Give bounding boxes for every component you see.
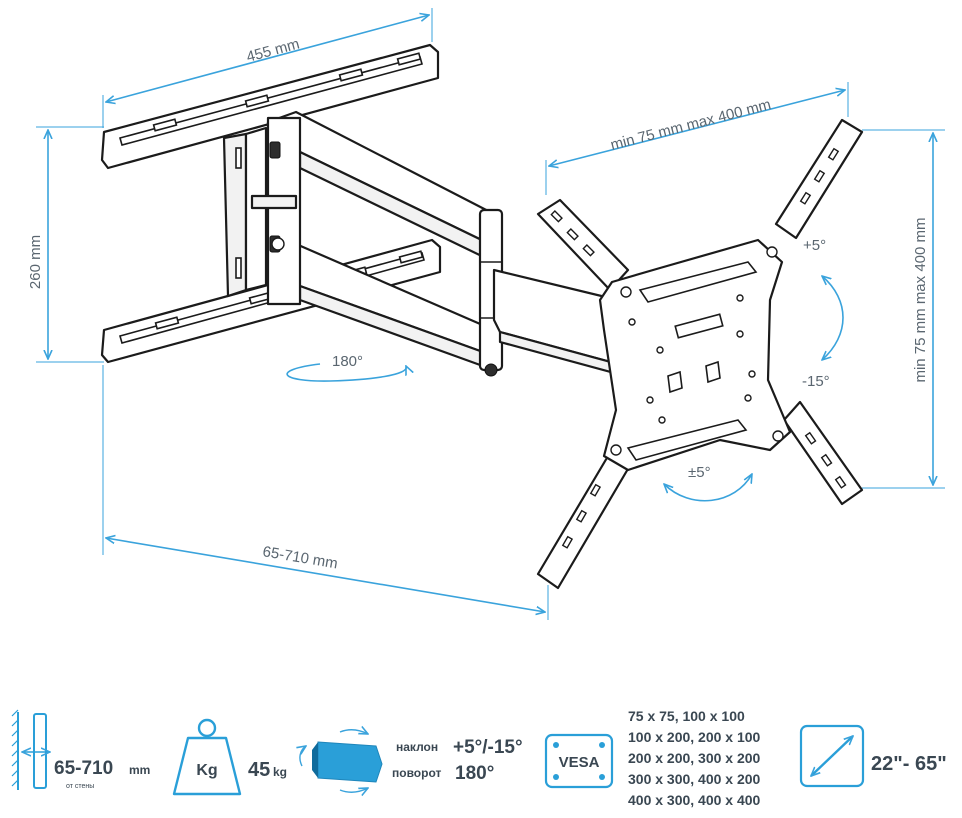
spec-distance: 65-710 mm от стены bbox=[11, 709, 150, 790]
distance-caption: от стены bbox=[66, 783, 94, 790]
vesa-badge: VESA bbox=[559, 754, 600, 771]
spec-vesa: VESA 75 x 75, 100 x 100 100 x 200, 200 x… bbox=[544, 708, 761, 808]
dimension-vesa-vertical: min 75 mm max 400 mm bbox=[862, 129, 945, 489]
dimension-label-vesa-vertical: min 75 mm max 400 mm bbox=[912, 217, 929, 382]
rotate-indicator: ±5° bbox=[664, 464, 752, 502]
vesa-list-item: 200 x 200, 300 x 200 bbox=[628, 750, 761, 766]
tilt-indicator: +5° -15° bbox=[802, 237, 844, 390]
swivel-angle-label: 180° bbox=[332, 353, 363, 370]
dimension-vesa-horizontal: min 75 mm max 400 mm bbox=[545, 82, 849, 195]
tv-bracket bbox=[536, 118, 864, 590]
rotate-angle-label: ±5° bbox=[688, 464, 711, 481]
dimension-label-260: 260 mm bbox=[27, 235, 44, 289]
tilt-up-label: +5° bbox=[803, 237, 826, 254]
swivel-value: 180° bbox=[455, 763, 494, 784]
spec-tilt-swivel: наклон +5°/-15° поворот 180° bbox=[300, 730, 523, 792]
vesa-list-item: 400 x 300, 400 x 400 bbox=[628, 792, 761, 808]
weight-unit: kg bbox=[273, 765, 287, 779]
tilt-down-label: -15° bbox=[802, 373, 830, 390]
swing-arm bbox=[250, 110, 642, 382]
dimension-label-vesa-horizontal: min 75 mm max 400 mm bbox=[609, 96, 773, 154]
dimension-label-extension: 65-710 mm bbox=[261, 543, 339, 572]
vesa-list-item: 300 x 300, 400 x 200 bbox=[628, 771, 761, 787]
vesa-list: 75 x 75, 100 x 100 100 x 200, 200 x 100 … bbox=[628, 708, 761, 808]
weight-icon-label: Kg bbox=[196, 762, 217, 779]
dimension-label-455: 455 mm bbox=[245, 35, 302, 65]
vesa-list-item: 100 x 200, 200 x 100 bbox=[628, 729, 761, 745]
spec-screen-size: 22"- 65" bbox=[799, 724, 947, 788]
distance-value: 65-710 bbox=[54, 758, 113, 779]
spec-weight: Kg 45 kg bbox=[172, 718, 287, 796]
dimension-260: 260 mm bbox=[27, 126, 104, 363]
dimension-extension: 65-710 mm bbox=[102, 365, 549, 620]
distance-unit: mm bbox=[129, 763, 150, 777]
vesa-list-item: 75 x 75, 100 x 100 bbox=[628, 708, 745, 724]
tilt-value: +5°/-15° bbox=[453, 737, 523, 758]
swivel-label: поворот bbox=[392, 766, 441, 780]
weight-value: 45 bbox=[248, 759, 270, 781]
swivel-indicator: 180° bbox=[286, 353, 406, 382]
screen-size-value: 22"- 65" bbox=[871, 753, 947, 775]
tilt-label: наклон bbox=[396, 740, 438, 754]
